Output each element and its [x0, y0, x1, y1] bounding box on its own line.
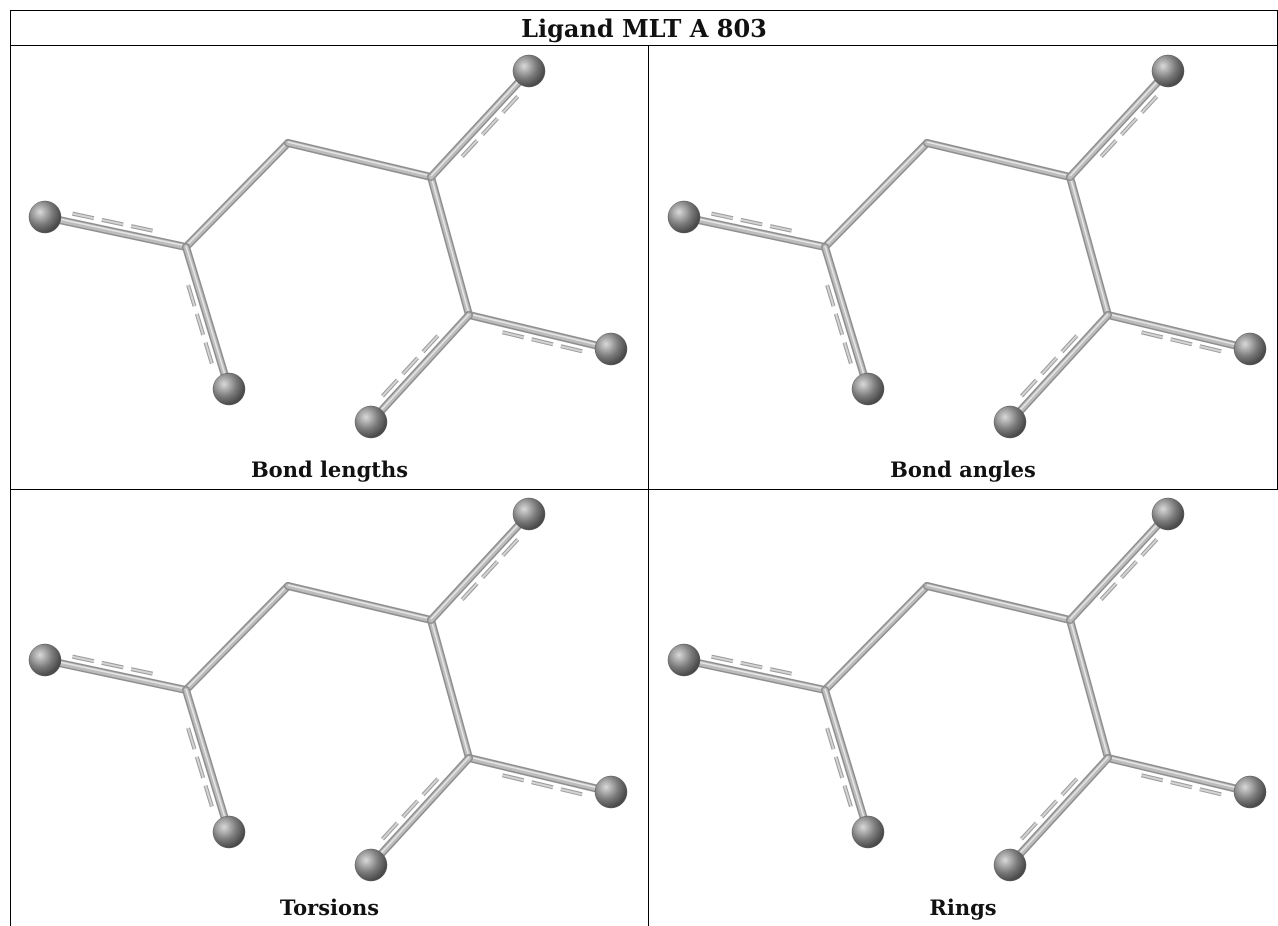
- bond: [182, 243, 233, 393]
- panel-torsions: Torsions: [11, 490, 648, 926]
- bond: [1066, 616, 1112, 762]
- bond: [182, 139, 292, 251]
- atom: [1151, 497, 1185, 531]
- atom: [1233, 332, 1267, 366]
- panel-rings: Rings: [649, 490, 1277, 926]
- table-title: Ligand MLT A 803: [10, 10, 1278, 46]
- bond: [41, 653, 190, 694]
- bond: [427, 173, 473, 319]
- bond: [367, 311, 473, 426]
- panel-caption: Bond lengths: [250, 457, 409, 482]
- atom: [594, 332, 628, 366]
- atom: [667, 643, 701, 677]
- bond: [465, 754, 615, 798]
- molecule-image: [28, 54, 628, 439]
- bond: [284, 582, 435, 624]
- bond: [923, 582, 1074, 624]
- bond: [680, 210, 829, 251]
- bond: [1066, 67, 1172, 181]
- grid-line-row: [10, 489, 1278, 490]
- panel-caption: Rings: [929, 895, 997, 920]
- atom: [851, 815, 885, 849]
- atom: [1233, 775, 1267, 809]
- bond: [465, 311, 615, 355]
- molecule-image: [667, 497, 1267, 882]
- bond: [284, 139, 435, 181]
- bond: [923, 139, 1074, 181]
- panel-caption: Torsions: [279, 895, 380, 920]
- atom: [212, 372, 246, 406]
- panel-caption: Bond angles: [890, 457, 1036, 482]
- molecule-image: [667, 54, 1267, 439]
- grid-line-left: [10, 46, 11, 926]
- grid-line-middle: [648, 46, 649, 926]
- atom: [667, 200, 701, 234]
- bond: [680, 653, 829, 694]
- bond: [821, 686, 872, 836]
- bond: [821, 139, 931, 251]
- bond: [1066, 173, 1112, 319]
- atom: [993, 848, 1027, 882]
- atom: [993, 405, 1027, 439]
- bond: [427, 67, 533, 181]
- bond: [427, 616, 473, 762]
- atom: [594, 775, 628, 809]
- panel-bond-lengths: Bond lengths: [11, 47, 648, 489]
- molecule-image: [28, 497, 628, 882]
- bond: [1066, 510, 1172, 624]
- atom: [354, 848, 388, 882]
- bond: [427, 510, 533, 624]
- panel-bond-angles: Bond angles: [649, 47, 1277, 489]
- atom: [1151, 54, 1185, 88]
- bond: [1006, 754, 1112, 869]
- atom: [354, 405, 388, 439]
- bond: [1006, 311, 1112, 426]
- atom: [28, 200, 62, 234]
- atom: [212, 815, 246, 849]
- bond: [182, 686, 233, 836]
- bond: [821, 582, 931, 694]
- bond: [821, 243, 872, 393]
- bond: [1104, 311, 1254, 355]
- bond: [1104, 754, 1254, 798]
- bond: [367, 754, 473, 869]
- bond: [41, 210, 190, 251]
- atom: [512, 497, 546, 531]
- atom: [851, 372, 885, 406]
- bond: [182, 582, 292, 694]
- atom: [512, 54, 546, 88]
- atom: [28, 643, 62, 677]
